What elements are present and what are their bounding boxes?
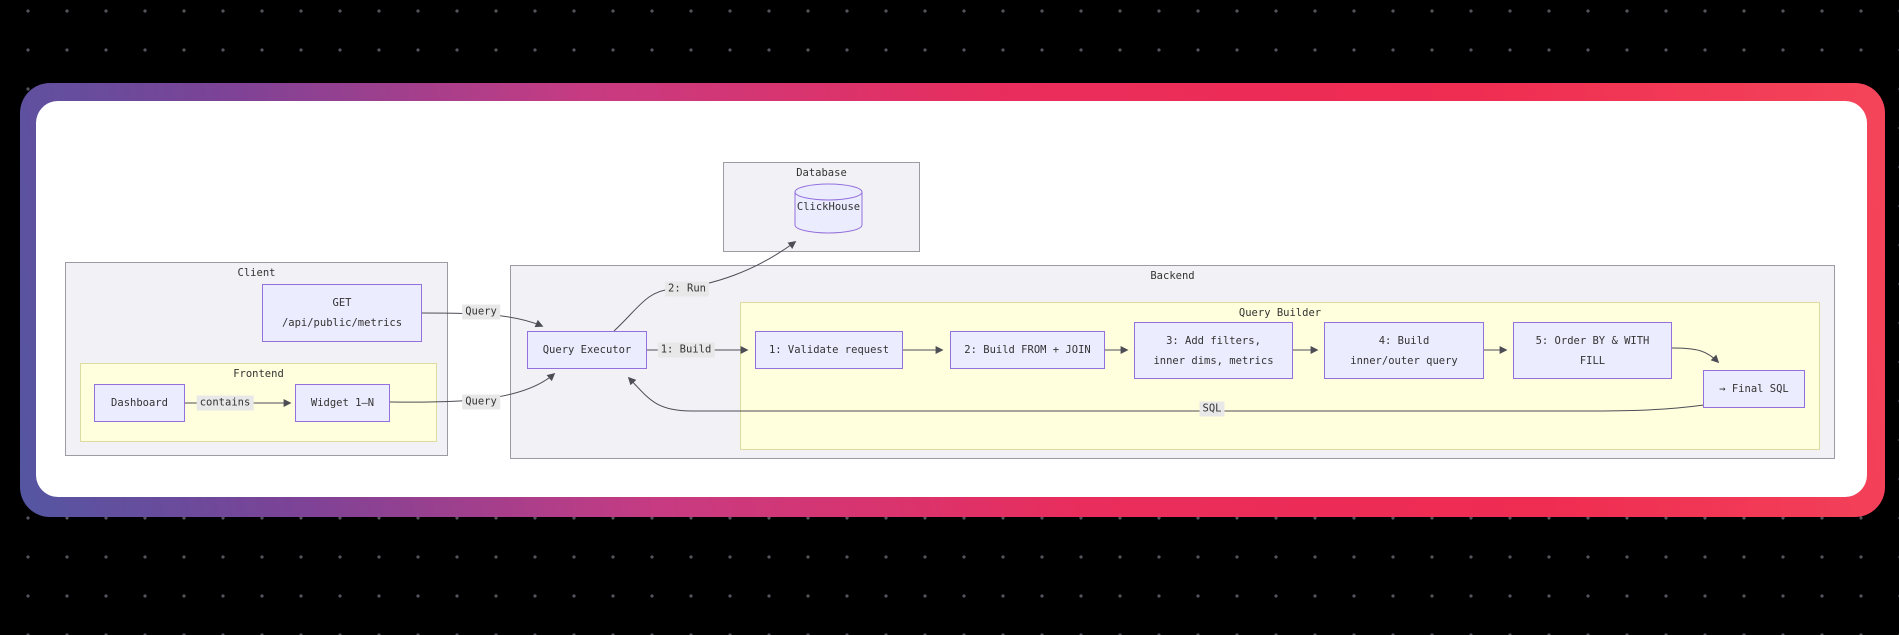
node-validate-request: 1: Validate request xyxy=(755,331,903,369)
node-order-by-with-fill-label: 5: Order BY & WITH FILL xyxy=(1535,334,1650,367)
node-validate-request-label: 1: Validate request xyxy=(768,344,890,356)
node-query-executor-label: Query Executor xyxy=(542,344,632,356)
database-cylinder-icon xyxy=(794,183,863,234)
node-final-sql-label: → Final SQL xyxy=(1719,383,1789,395)
node-build-from-join-label: 2: Build FROM + JOIN xyxy=(964,344,1091,356)
edge-label-sql: SQL xyxy=(1199,401,1225,417)
cluster-database-label: Database xyxy=(796,167,847,179)
node-clickhouse-label: ClickHouse xyxy=(796,201,861,213)
node-get-api: GET /api/public/metrics xyxy=(262,284,422,342)
edge-label-build: 1: Build xyxy=(657,342,715,358)
cluster-query-builder-label: Query Builder xyxy=(1238,307,1322,319)
node-widget: Widget 1–N xyxy=(295,384,390,422)
node-clickhouse: ClickHouse xyxy=(794,183,863,234)
node-dashboard-label: Dashboard xyxy=(111,397,168,409)
edge-orderby-to-finalsql xyxy=(1671,347,1720,364)
edge-finalsql-to-executor xyxy=(627,376,1705,412)
node-get-api-label: GET /api/public/metrics xyxy=(281,297,403,329)
node-build-inner-outer-label: 4: Build inner/outer query xyxy=(1350,334,1458,367)
cluster-frontend-label: Frontend xyxy=(233,368,284,380)
node-add-filters: 3: Add filters, inner dims, metrics xyxy=(1134,322,1293,379)
node-query-executor: Query Executor xyxy=(527,331,647,369)
node-build-from-join: 2: Build FROM + JOIN xyxy=(950,331,1105,369)
cluster-client-label: Client xyxy=(237,267,276,279)
node-widget-label: Widget 1–N xyxy=(310,397,375,409)
edge-label-query-top: Query xyxy=(462,304,500,320)
node-final-sql: → Final SQL xyxy=(1703,370,1805,408)
edge-label-contains: contains xyxy=(196,395,254,411)
node-order-by-with-fill: 5: Order BY & WITH FILL xyxy=(1513,322,1672,379)
cluster-backend-label: Backend xyxy=(1150,270,1195,282)
node-add-filters-label: 3: Add filters, inner dims, metrics xyxy=(1153,334,1274,367)
node-dashboard: Dashboard xyxy=(94,384,185,422)
edge-label-query-bottom: Query xyxy=(462,394,500,410)
edge-label-run: 2: Run xyxy=(665,281,709,297)
cluster-database: Database xyxy=(723,162,920,252)
node-build-inner-outer: 4: Build inner/outer query xyxy=(1324,322,1484,379)
